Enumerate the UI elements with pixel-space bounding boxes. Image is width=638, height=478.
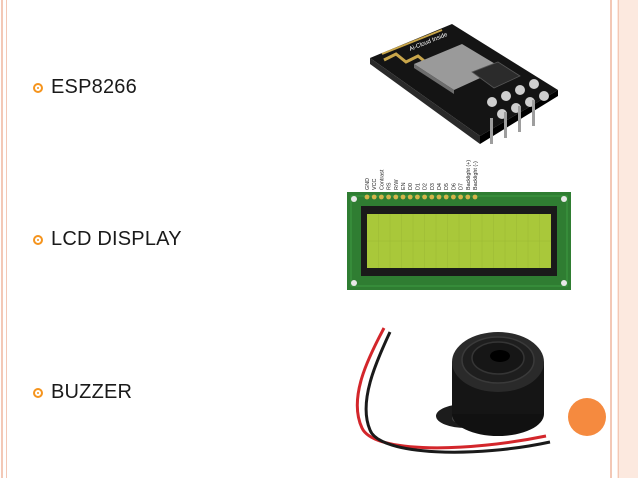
lcd-pin-label: Backlight (+) (466, 160, 472, 190)
lcd-pin-pad (429, 194, 435, 200)
lcd-pin-pad (386, 194, 391, 200)
bullet-label: BUZZER (51, 381, 133, 403)
lcd-pin-pad (400, 194, 406, 200)
bullet-lcd-display: LCD DISPLAY (33, 228, 182, 251)
lcd-pin-pad (472, 194, 478, 200)
lcd-pin-pad (379, 194, 384, 200)
lcd-pin-label: D2 (423, 183, 429, 190)
lcd-pin-label: D7 (459, 183, 465, 190)
lcd-pin-label: D4 (437, 183, 443, 190)
lcd-pin-label: D0 (408, 183, 414, 190)
lcd-pin-pad (443, 194, 449, 200)
lcd-pin-pad (407, 194, 413, 200)
bullet-icon (33, 387, 43, 398)
lcd-pin-label: EN (401, 182, 407, 190)
lcd-pin-label: D5 (444, 183, 450, 190)
bullet-icon (33, 234, 43, 245)
bullet-label: LCD DISPLAY (51, 228, 182, 250)
lcd-pin-pad (371, 194, 377, 200)
bullet-icon (33, 82, 43, 93)
bullet-esp8266: ESP8266 (33, 76, 137, 99)
lcd-pin-label: Backlight (-) (473, 161, 479, 190)
lcd-pin-label: R/W (394, 179, 400, 190)
right-border-line (610, 0, 612, 478)
bullet-buzzer: BUZZER (33, 381, 132, 404)
lcd-pin-label: RS (387, 182, 393, 190)
bullet-label: ESP8266 (51, 76, 137, 98)
accent-circle (568, 398, 606, 436)
lcd-pin-label: D3 (430, 183, 436, 190)
right-border-band (617, 0, 638, 478)
lcd-pin-pad (436, 194, 442, 200)
lcd-pin-pad (451, 194, 456, 200)
lcd-pin-pad (465, 194, 471, 200)
lcd-pin-label: Contrast (379, 169, 385, 190)
lcd-pin-label: D6 (451, 183, 457, 190)
lcd-pin-pad (458, 194, 463, 200)
left-border-line (1, 0, 3, 478)
right-border-line-thin (618, 0, 619, 478)
buzzer-image (355, 327, 551, 454)
lcd-pin-pad (415, 194, 420, 200)
lcd-pin-pad (364, 194, 370, 200)
esp8266-module-image: Ai-Cloud Inside (370, 24, 558, 144)
lcd-pin-pad (422, 194, 427, 200)
left-border-line-thin (6, 0, 7, 478)
lcd-pin-pad (393, 194, 399, 200)
lcd-pin-label: GND (365, 178, 371, 190)
lcd-pin-label: D1 (415, 183, 421, 190)
lcd-pin-label: VCC (372, 179, 378, 190)
